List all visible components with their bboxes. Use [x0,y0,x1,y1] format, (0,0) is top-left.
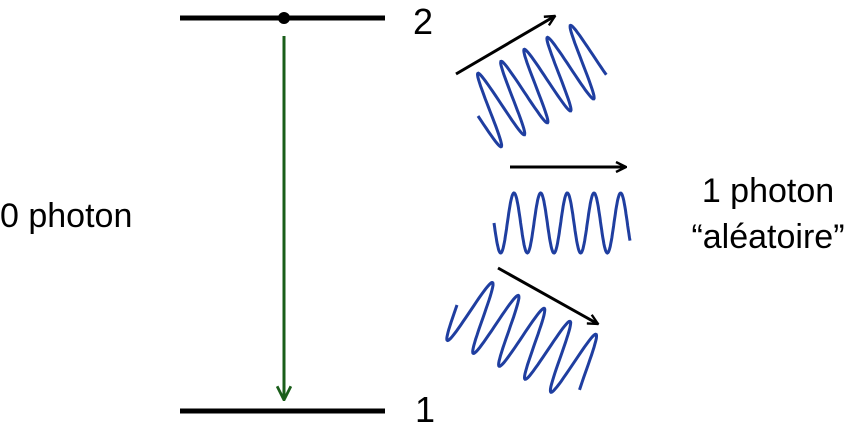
photon-middle [492,167,632,255]
upper-level-label: 2 [413,1,433,42]
wave-lower [445,280,598,394]
one-photon-label: 1 photon [702,172,834,210]
photon-upper [455,16,608,149]
random-label: “aléatoire” [691,218,844,256]
direction-arrow-upper [455,16,555,76]
photon-lower [445,266,598,394]
zero-photon-label: 0 photon [0,197,132,235]
electron-dot [278,12,290,24]
wave-middle [492,191,632,255]
lower-level-label: 1 [415,389,435,424]
wave-upper [475,23,608,149]
direction-arrow-lower [497,266,598,324]
